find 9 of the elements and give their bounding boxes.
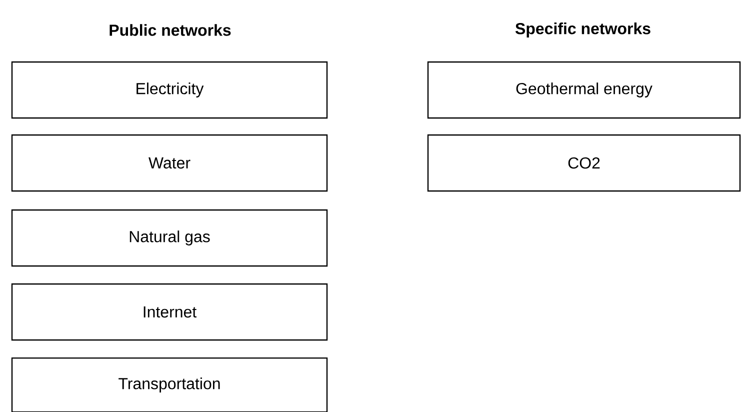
network-box: Electricity <box>11 61 328 119</box>
network-box: Natural gas <box>11 209 328 267</box>
network-box: Geothermal energy <box>427 61 741 119</box>
column-heading: Public networks <box>110 24 231 36</box>
network-box: CO2 <box>427 134 741 192</box>
network-box: Internet <box>11 283 328 341</box>
network-box: Transportation <box>11 357 328 412</box>
column-heading: Specific networks <box>515 22 650 38</box>
network-box: Water <box>11 134 328 192</box>
